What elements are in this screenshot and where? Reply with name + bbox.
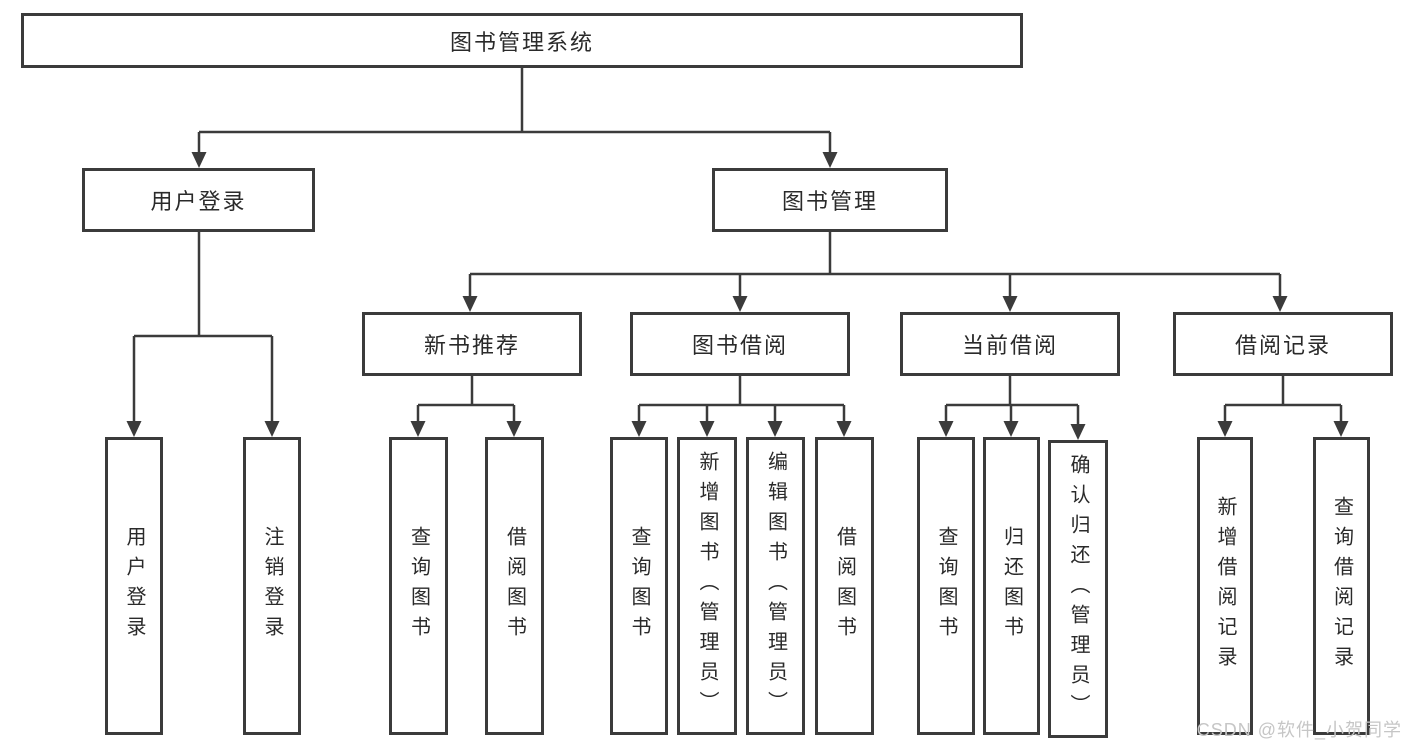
leaf-borrowing-borrow-books: 借阅图书 bbox=[815, 437, 874, 735]
leaf-current-return-books: 归还图书 bbox=[983, 437, 1040, 735]
node-book-management: 图书管理 bbox=[712, 168, 948, 232]
node-new-book-recommend: 新书推荐 bbox=[362, 312, 582, 376]
leaf-newbooks-borrow-books: 借阅图书 bbox=[485, 437, 544, 735]
node-book-borrowing: 图书借阅 bbox=[630, 312, 850, 376]
leaf-current-confirm-return-admin: 确认归还（管理员） bbox=[1048, 440, 1108, 738]
watermark: CSDN @软件_小贺同学 bbox=[1196, 720, 1402, 740]
leaf-borrowing-edit-books-admin: 编辑图书（管理员） bbox=[746, 437, 805, 735]
leaf-user-login: 用户登录 bbox=[105, 437, 163, 735]
leaf-current-query-books: 查询图书 bbox=[917, 437, 975, 735]
leaf-borrowing-query-books: 查询图书 bbox=[610, 437, 668, 735]
leaf-borrowing-add-books-admin: 新增图书（管理员） bbox=[677, 437, 737, 735]
leaf-newbooks-query-books: 查询图书 bbox=[389, 437, 448, 735]
node-user-login: 用户登录 bbox=[82, 168, 315, 232]
node-current-borrowing: 当前借阅 bbox=[900, 312, 1120, 376]
leaf-records-query-record: 查询借阅记录 bbox=[1313, 437, 1370, 735]
node-borrowing-records: 借阅记录 bbox=[1173, 312, 1393, 376]
node-library-system: 图书管理系统 bbox=[21, 13, 1023, 68]
leaf-records-add-record: 新增借阅记录 bbox=[1197, 437, 1253, 735]
leaf-logout: 注销登录 bbox=[243, 437, 301, 735]
